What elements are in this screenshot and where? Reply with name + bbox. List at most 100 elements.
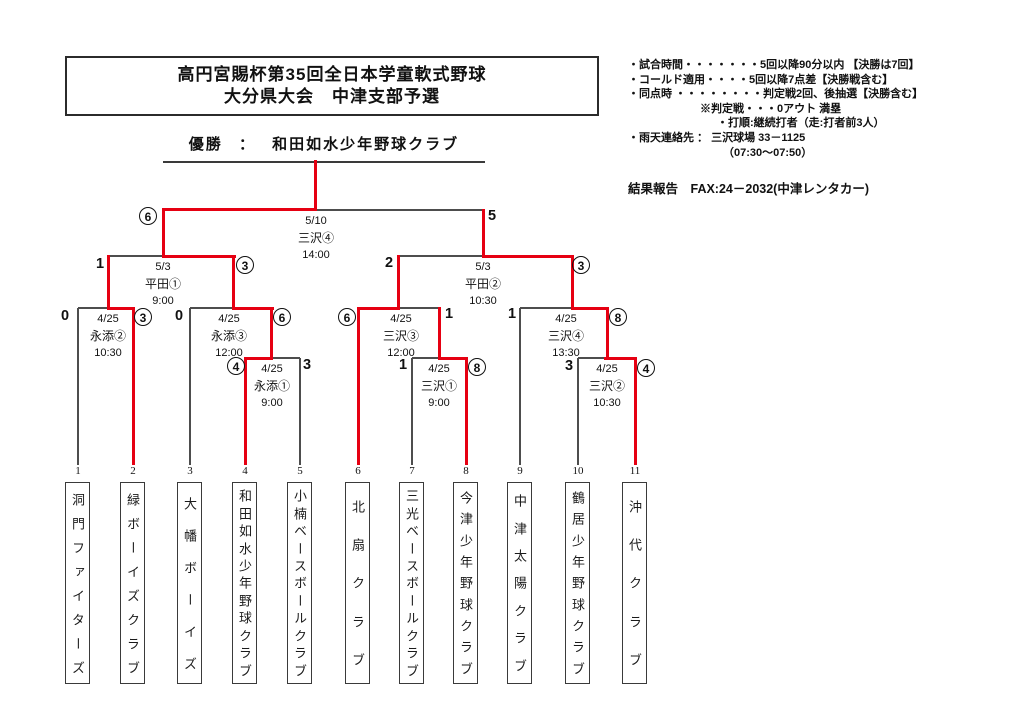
winner-path-d-up (605, 307, 609, 359)
team-line-2 (131, 307, 135, 465)
winner-path-sf1-up (161, 209, 165, 257)
team-seed-5: 5 (295, 465, 305, 477)
score-sf2-left: 2 (384, 255, 394, 271)
match-venue: 永添② (89, 329, 127, 343)
match-d-label: 4/25 三沢② 10:30 (589, 361, 625, 412)
score-c-right: 8 (468, 358, 486, 376)
match-time: 9:00 (152, 295, 174, 307)
match-date: 5/3 (155, 261, 171, 273)
score-g-left: 1 (507, 306, 517, 322)
match-time: 12:00 (387, 347, 415, 359)
winner-path-c-up (437, 307, 441, 359)
fax-report-line: 結果報告 FAX:24－2032(中津レンタカー) (628, 182, 870, 196)
team-line-10 (577, 358, 579, 465)
bracket-line-g (520, 307, 607, 309)
team-seed-11: 11 (627, 465, 643, 477)
match-date: 4/25 (97, 313, 119, 325)
team-box-1: 洞門ファイターズ (65, 482, 90, 684)
rules-notes: ・試合時間・・・・・・・5回以降90分以内 【決勝は7回】 ・コールド適用・・・… (628, 58, 1020, 160)
winner-path-a (106, 306, 135, 310)
match-venue: 三沢③ (382, 329, 420, 343)
match-venue: 永添① (253, 379, 291, 393)
note-line: ・雨天連絡先 ： 三沢球場 33－1125 (628, 131, 806, 144)
team-box-3: 大幡ボーイズ (177, 482, 202, 684)
team-box-10: 鶴居少年野球クラブ (565, 482, 590, 684)
score-a-left: 0 (60, 308, 70, 324)
match-sf2-label: 5/3 平田② 10:30 (465, 259, 501, 310)
champion-separator: ： (238, 136, 256, 153)
note-line: ※判定戦・・・0アウト 満塁 (700, 102, 842, 115)
score-e-left: 0 (174, 308, 184, 324)
team-line-11 (633, 357, 637, 465)
match-venue: 平田① (144, 277, 182, 291)
match-time: 9:00 (428, 397, 450, 409)
score-c-left: 1 (398, 357, 408, 373)
match-date: 4/25 (428, 363, 450, 375)
score-e-right: 6 (273, 308, 291, 326)
team-line-5 (299, 358, 301, 465)
match-f-label: 4/25 三沢③ 12:00 (383, 311, 419, 362)
score-a-right: 3 (134, 308, 152, 326)
team-seed-7: 7 (407, 465, 417, 477)
winner-path-final (161, 207, 317, 211)
bracket-line-b (245, 357, 300, 359)
winner-path-f (356, 306, 400, 310)
match-venue: 三沢④ (547, 329, 585, 343)
note-line: （07:30～07:50） (723, 146, 813, 159)
team-box-2: 緑ボーイズクラブ (120, 482, 145, 684)
team-line-3 (189, 308, 191, 465)
title-line-2: 大分県大会 中津支部予選 (224, 87, 440, 106)
score-sf1-right: 3 (236, 256, 254, 274)
match-date: 4/25 (596, 363, 618, 375)
score-final-left: 6 (139, 207, 157, 225)
team-box-6: 北扇クラブ (345, 482, 370, 684)
match-venue: 三沢④ (297, 231, 335, 245)
bracket-line-a (78, 307, 133, 309)
match-date: 4/25 (390, 313, 412, 325)
champion-label: 優勝 (188, 136, 223, 153)
match-venue: 永添③ (210, 329, 248, 343)
team-seed-4: 4 (240, 465, 250, 477)
note-line: ・コールド適用・・・・5回以降7点差【決勝戦含む】 (628, 73, 894, 86)
team-line-4 (243, 357, 247, 465)
winner-path-sf2 (481, 254, 574, 258)
match-sf1-label: 5/3 平田① 9:00 (145, 259, 181, 310)
score-sf1-left: 1 (95, 256, 105, 272)
winner-path-d (603, 356, 637, 360)
team-seed-3: 3 (185, 465, 195, 477)
bracket-line-final (163, 209, 483, 211)
score-final-right: 5 (487, 208, 497, 224)
match-time: 10:30 (94, 347, 122, 359)
match-e-label: 4/25 永添③ 12:00 (211, 311, 247, 362)
winner-path-b (243, 356, 273, 360)
match-date: 4/25 (261, 363, 283, 375)
score-d-left: 3 (564, 358, 574, 374)
team-box-7: 三光ベースボールクラブ (399, 482, 424, 684)
team-line-8 (464, 357, 468, 465)
team-box-11: 沖代クラブ (622, 482, 647, 684)
score-sf2-right: 3 (572, 256, 590, 274)
team-seed-6: 6 (353, 465, 363, 477)
match-time: 10:30 (593, 397, 621, 409)
score-d-right: 4 (637, 359, 655, 377)
team-box-9: 中津太陽クラブ (507, 482, 532, 684)
score-f-left: 6 (338, 308, 356, 326)
match-venue: 平田② (464, 277, 502, 291)
winner-path-sf2-up (481, 209, 485, 257)
score-b-right: 3 (302, 357, 312, 373)
match-date: 4/25 (555, 313, 577, 325)
match-date: 4/25 (218, 313, 240, 325)
score-g-right: 8 (609, 308, 627, 326)
match-c-label: 4/25 三沢① 9:00 (421, 361, 457, 412)
team-seed-1: 1 (73, 465, 83, 477)
team-line-1 (77, 308, 79, 465)
winner-path-e-up (231, 255, 235, 308)
team-box-5: 小楠ベースボールクラブ (287, 482, 312, 684)
match-b-label: 4/25 永添① 9:00 (254, 361, 290, 412)
champion-line: 優勝 ： 和田如水少年野球クラブ (163, 133, 485, 163)
champion-name: 和田如水少年野球クラブ (272, 136, 460, 153)
winner-path-a-up (106, 255, 110, 308)
note-line: ・同点時 ・・・・・・・・判定戦2回、後抽選【決勝含む】 (628, 88, 924, 101)
team-seed-9: 9 (515, 465, 525, 477)
